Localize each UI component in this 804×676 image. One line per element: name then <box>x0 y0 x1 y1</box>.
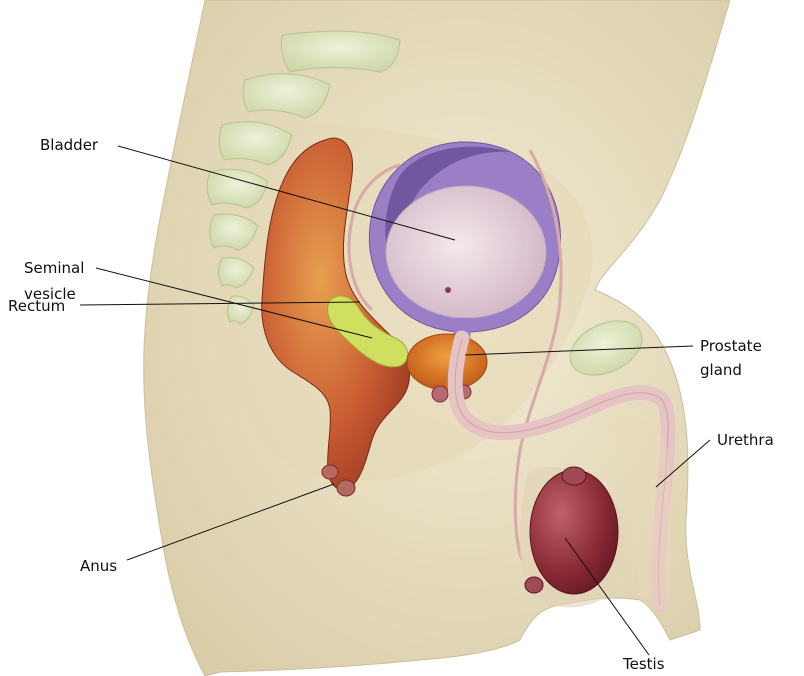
bulbourethral-gland <box>432 386 448 402</box>
testis-organ <box>530 470 618 594</box>
label-anus: Anus <box>80 556 117 576</box>
label-bladder: Bladder <box>40 135 98 155</box>
label-seminal-vesicle-line1: Seminal <box>24 258 84 278</box>
epididymis-tail <box>525 577 543 593</box>
label-urethra: Urethra <box>717 430 774 450</box>
anal-sphincter <box>322 465 338 479</box>
bladder-lumen <box>386 186 546 318</box>
label-rectum: Rectum <box>8 296 65 316</box>
label-testis: Testis <box>623 654 665 674</box>
label-prostate-line2: gland <box>700 360 742 380</box>
ureter-opening <box>445 287 451 293</box>
prostate-organ <box>407 334 487 390</box>
label-prostate-line1: Prostate <box>700 336 762 356</box>
anus <box>337 480 355 496</box>
epididymis-head <box>562 467 586 485</box>
